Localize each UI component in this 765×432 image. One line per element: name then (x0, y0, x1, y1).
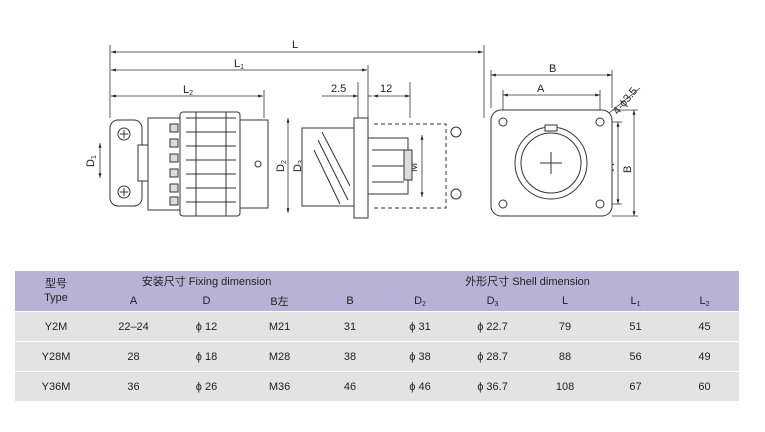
value-cell: M21 (243, 311, 317, 341)
value-cell: ϕ 26 (170, 371, 243, 401)
column-header: L (529, 291, 602, 311)
column-header: B (316, 291, 385, 311)
value-cell: 38 (316, 341, 385, 371)
value-cell: ϕ 12 (170, 311, 243, 341)
dim-D1-label: D1 (85, 155, 98, 167)
value-cell: 36 (97, 371, 170, 401)
dim-D2-label: D2 (275, 160, 288, 172)
fixing-dimension-header: 安装尺寸 Fixing dimension (97, 271, 317, 291)
value-cell: 67 (601, 371, 671, 401)
dim-twelve-label: 12 (380, 83, 392, 95)
column-header-subscript: 3 (494, 300, 499, 308)
connector-drawing: L L1 L2 2.5 12 B A 4-ϕ3.5 D1 D2 D3 M A B (85, 39, 641, 219)
column-header-label: D (414, 294, 423, 307)
value-cell: ϕ 18 (170, 341, 243, 371)
value-cell: 22–24 (97, 311, 170, 341)
value-cell: ϕ 38 (384, 341, 457, 371)
value-cell: 49 (670, 341, 740, 371)
column-header: A (97, 291, 170, 311)
column-header: B左 (243, 291, 317, 311)
value-cell: 79 (529, 311, 602, 341)
value-cell: 108 (529, 371, 602, 401)
column-header: D2 (384, 291, 457, 311)
column-header-label: L (630, 294, 637, 307)
type-cell: Y2M (15, 311, 97, 341)
type-header: 型号 Type (15, 271, 97, 311)
value-cell: 46 (316, 371, 385, 401)
column-header: D3 (456, 291, 530, 311)
dim-B-side-label: B (622, 166, 634, 173)
column-header-label: B (346, 295, 354, 307)
spec-table: 型号 Type 安装尺寸 Fixing dimension 外形尺寸 Shell… (15, 271, 740, 401)
value-cell: 28 (97, 341, 170, 371)
column-header-label: A (129, 295, 138, 307)
dim-L-label: L (292, 39, 298, 51)
value-cell: 31 (316, 311, 385, 341)
column-header: D (170, 291, 243, 311)
dim-L2-label: L2 (183, 84, 193, 97)
value-cell: 51 (601, 311, 671, 341)
value-cell: M28 (243, 341, 317, 371)
value-cell: ϕ 28.7 (456, 341, 530, 371)
value-cell: 88 (529, 341, 602, 371)
column-header-label: L (561, 295, 569, 307)
column-header-label: D (486, 294, 495, 307)
dim-holes-label: 4-ϕ3.5 (611, 85, 640, 117)
value-cell: 56 (601, 341, 671, 371)
receptacle-front-view (490, 109, 613, 217)
type-header-en: Type (44, 292, 68, 304)
type-header-cn: 型号 (45, 278, 67, 290)
receptacle-side-view (301, 117, 462, 219)
column-header-subscript: 2 (705, 300, 710, 308)
value-cell: M36 (243, 371, 317, 401)
dim-L1-label: L1 (234, 58, 244, 71)
value-cell: 60 (670, 371, 740, 401)
column-header-label: L (699, 294, 706, 307)
plug-side-view (109, 111, 269, 217)
dim-spacing-label: 2.5 (331, 83, 346, 95)
dim-B-top-label: B (549, 63, 556, 75)
column-header-subscript: 2 (422, 300, 426, 308)
column-header-subscript: 1 (636, 300, 641, 308)
column-header-label: B左 (270, 296, 289, 308)
value-cell: ϕ 36.7 (456, 371, 530, 401)
column-header-label: D (202, 295, 211, 307)
column-header: L1 (601, 291, 671, 311)
value-cell: ϕ 46 (384, 371, 457, 401)
dim-A-top-label: A (537, 83, 545, 95)
value-cell: ϕ 31 (384, 311, 457, 341)
value-cell: ϕ 22.7 (456, 311, 530, 341)
type-cell: Y28M (15, 341, 97, 371)
shell-dimension-header: 外形尺寸 Shell dimension (316, 271, 740, 291)
column-header: L2 (670, 291, 740, 311)
value-cell: 45 (670, 311, 740, 341)
type-cell: Y36M (15, 371, 97, 401)
dim-M-label: M (408, 163, 420, 172)
